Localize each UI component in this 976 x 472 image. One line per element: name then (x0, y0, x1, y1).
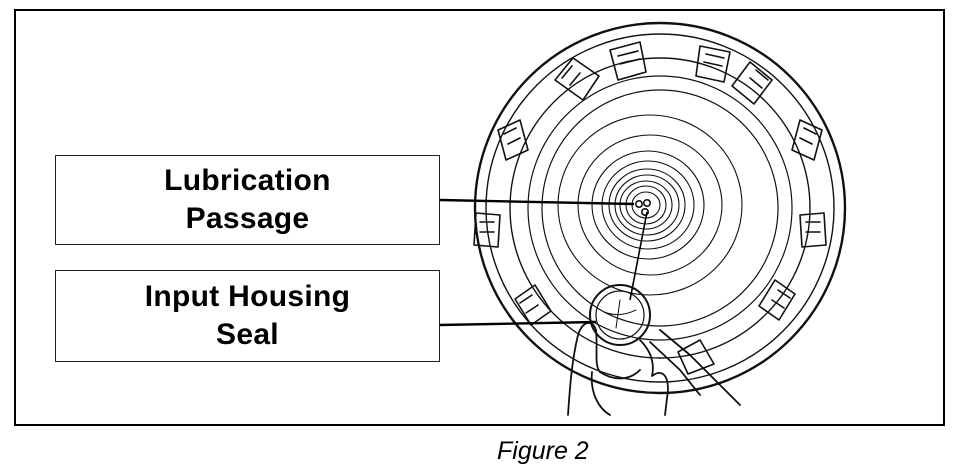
leader-lines (439, 198, 648, 327)
housing-outer-rim (473, 21, 847, 395)
lubrication-passage-label-line2: Passage (185, 202, 310, 235)
input-housing-seal-ring (589, 284, 651, 346)
figure-frame (14, 9, 945, 426)
leader-line-lubrication (439, 198, 635, 206)
input-housing-seal-callout: Input Housing Seal (55, 270, 440, 362)
hand-holding-seal (567, 321, 741, 416)
figure-caption: Figure 2 (497, 437, 589, 465)
lubrication-passage-callout: Lubrication Passage (55, 155, 440, 245)
input-housing-seal-label-line1: Input Housing (144, 280, 351, 313)
clutch-lugs (473, 41, 827, 375)
lubrication-passage-label-line1: Lubrication (164, 164, 331, 197)
lubrication-holes (634, 199, 651, 217)
leader-line-hub (629, 211, 648, 301)
hub-rings (557, 114, 743, 296)
housing-inner-rim (485, 33, 835, 383)
input-housing-seal-label-line2: Seal (216, 318, 279, 351)
leader-line-seal (439, 320, 597, 327)
